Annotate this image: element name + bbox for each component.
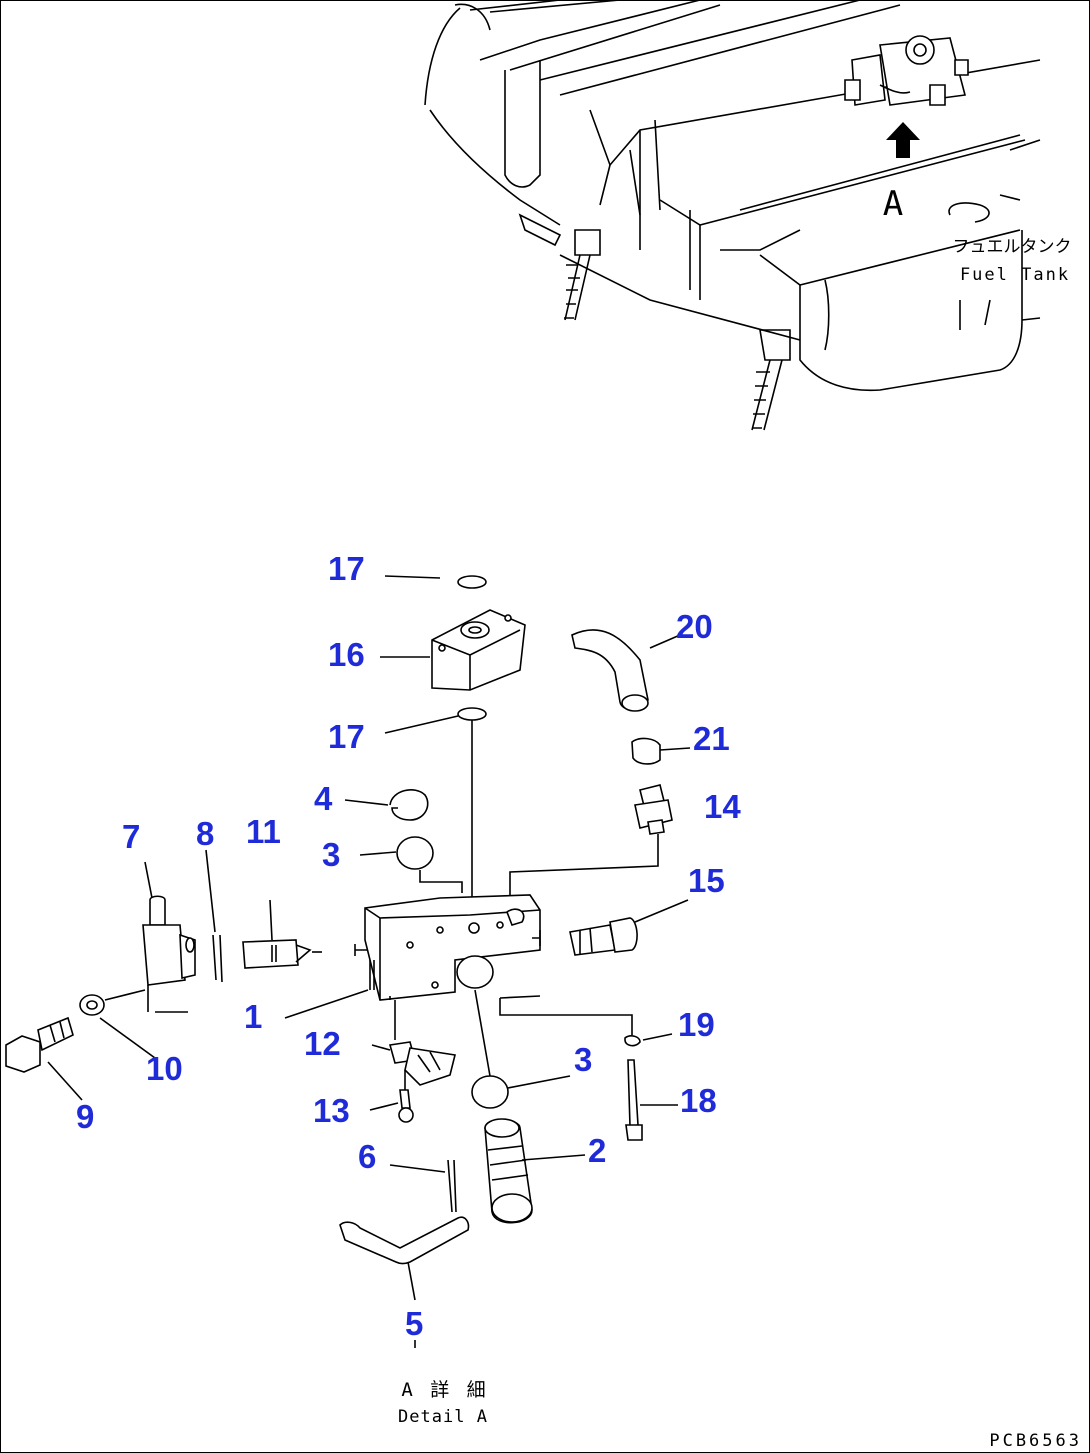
callout-16: 16: [328, 636, 365, 673]
part-9-bolt: [5, 1016, 74, 1073]
callout-3-upper: 3: [322, 836, 340, 873]
callout-4: 4: [314, 780, 333, 817]
part-13-screw: [398, 1089, 414, 1123]
callout-15: 15: [688, 862, 725, 899]
callout-8: 8: [196, 815, 214, 852]
callout-3-lower: 3: [574, 1041, 592, 1078]
callout-9: 9: [76, 1098, 94, 1135]
part-5-tube: [339, 1216, 470, 1265]
fuel-tank-label-ja: フュエルタンク: [953, 237, 1072, 257]
detail-title-en: Detail A: [398, 1407, 488, 1427]
callout-17-upper: 17: [328, 550, 365, 587]
part-16-flange-block: [431, 609, 526, 691]
callout-19: 19: [678, 1006, 715, 1043]
part-3-seal-lower: [471, 1075, 509, 1109]
part-18-bolt: [625, 1059, 643, 1141]
fuel-tank-label-en: Fuel Tank: [960, 265, 1070, 285]
part-4-snap-ring: [389, 789, 429, 821]
bore-port: [456, 955, 494, 989]
o-ring-17-lower: [457, 707, 487, 721]
callout-12: 12: [304, 1025, 341, 1062]
callout-7: 7: [122, 818, 140, 855]
callout-2: 2: [588, 1132, 606, 1169]
callout-6: 6: [358, 1138, 376, 1175]
callout-18: 18: [680, 1082, 717, 1119]
exploded-parts: [5, 575, 691, 1348]
detail-title-ja: A 詳 細: [401, 1379, 488, 1401]
part-21-clamp: [631, 737, 661, 765]
callout-10: 10: [146, 1050, 183, 1087]
part-3-seal-upper: [396, 836, 434, 870]
part-14-fitting: [634, 784, 673, 835]
callout-13: 13: [313, 1092, 350, 1129]
view-marker-a: A: [883, 184, 903, 224]
part-19-washer: [624, 1035, 641, 1047]
part-11-plug: [242, 939, 312, 969]
o-ring-17-upper: [457, 575, 487, 589]
part-12-bracket: [388, 1041, 456, 1086]
part-1-valve-body: [354, 894, 541, 1001]
callout-14: 14: [704, 788, 741, 825]
part-6-pin: [447, 1159, 457, 1213]
callout-17-lower: 17: [328, 718, 365, 755]
callout-11: 11: [246, 813, 281, 850]
part-8-gasket: [212, 934, 223, 983]
part-15-connector: [569, 917, 638, 956]
part-2-filter: [484, 1118, 533, 1224]
callout-20: 20: [676, 608, 713, 645]
callout-5: 5: [405, 1305, 423, 1342]
part-7-solenoid: [142, 895, 196, 986]
view-a-arrow-icon: [886, 122, 920, 158]
callout-1: 1: [244, 998, 262, 1035]
drawing-id: PCB6563: [989, 1431, 1082, 1451]
callout-21: 21: [693, 720, 730, 757]
valve-assembly-thumbnail: [844, 35, 969, 106]
callouts: 17 16 20 17 21 4 14 3 7 8 11 15 1 19 12 …: [76, 550, 741, 1342]
fuel-tank-illustration: [424, 0, 1041, 431]
